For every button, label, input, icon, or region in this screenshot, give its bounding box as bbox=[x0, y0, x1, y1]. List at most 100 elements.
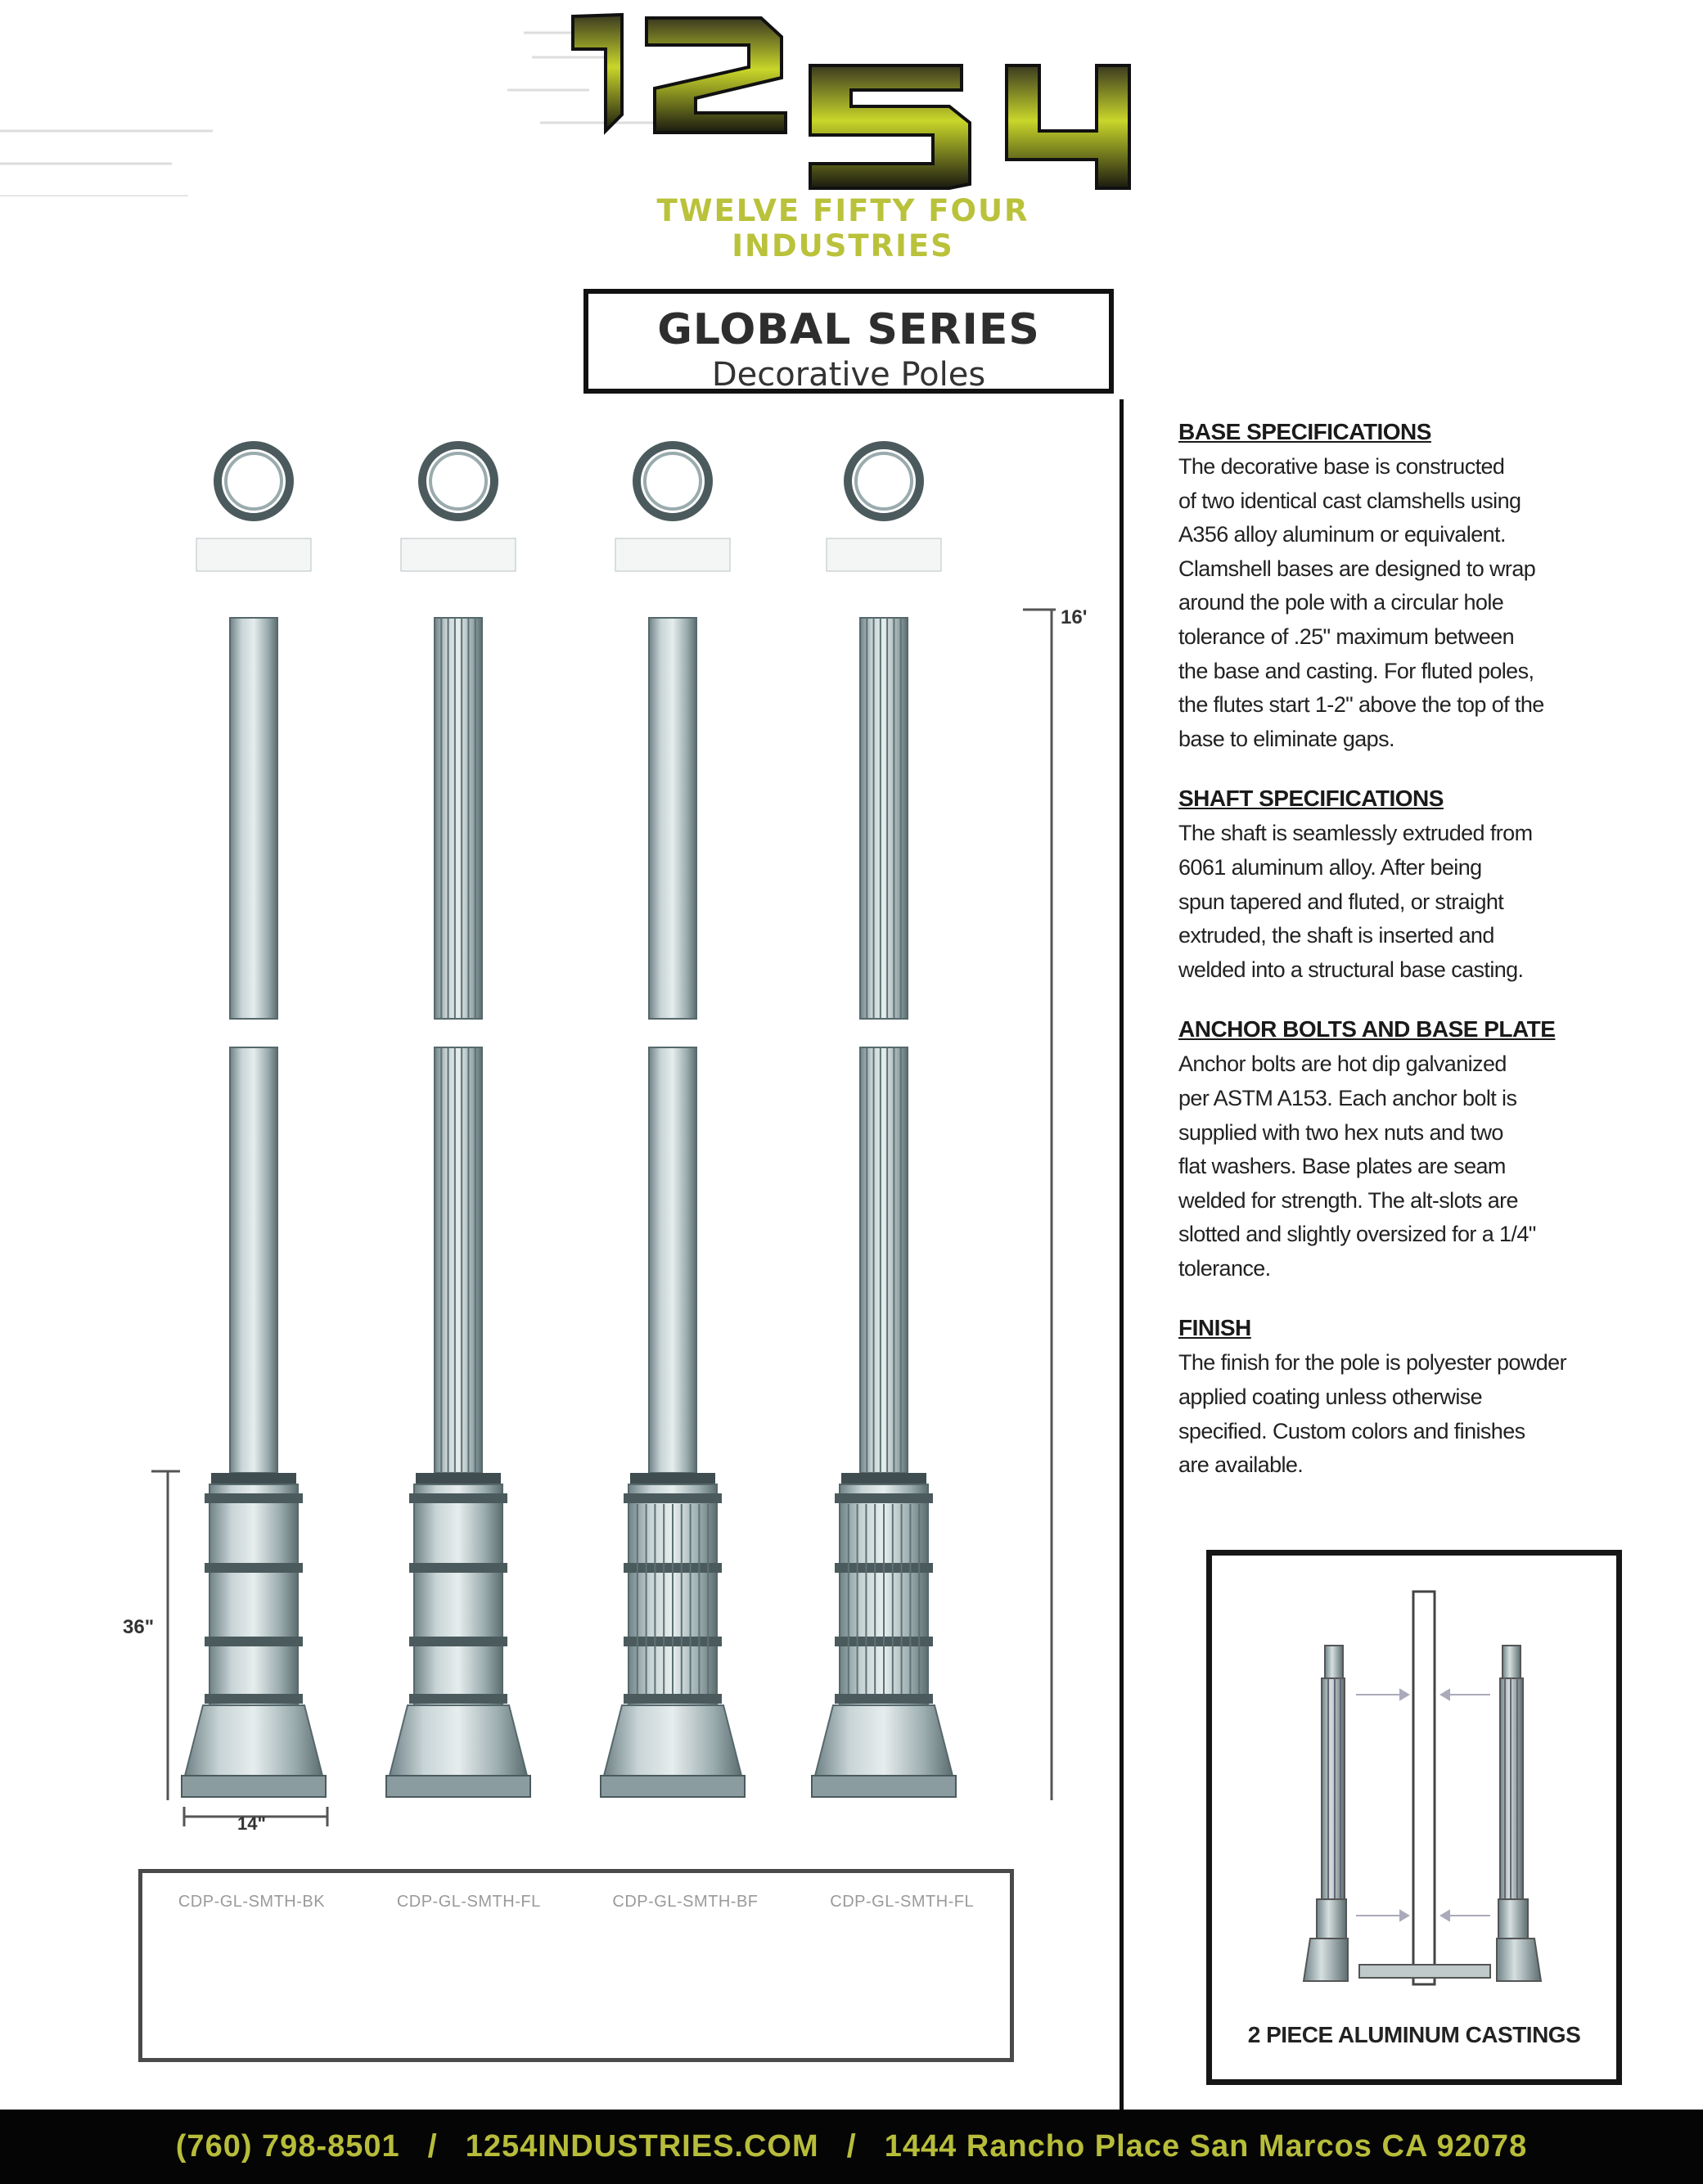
spec-line: The shaft is seamlessly extruded from bbox=[1178, 821, 1533, 846]
spec-line: of two identical cast clamshells using bbox=[1178, 488, 1521, 513]
base-ring bbox=[835, 1493, 933, 1503]
spec-heading: FINISH bbox=[1178, 1315, 1251, 1341]
specifications-panel: BASE SPECIFICATIONS The decorative base … bbox=[1178, 419, 1620, 1512]
page-subtitle: Decorative Poles bbox=[711, 356, 986, 394]
brand-logo bbox=[0, 12, 1131, 196]
spec-line: The decorative base is constructed bbox=[1178, 454, 1505, 479]
spec-line: A356 alloy aluminum or equivalent. bbox=[1178, 522, 1506, 547]
base-ring bbox=[205, 1563, 303, 1573]
base-ring bbox=[835, 1694, 933, 1704]
model-code-3: CDP-GL-SMTH-BF bbox=[612, 1893, 759, 1911]
vertical-divider bbox=[1120, 399, 1124, 2110]
title-box: GLOBAL SERIES Decorative Poles bbox=[583, 289, 1114, 394]
footer-phone: (760) 798-8501 bbox=[175, 2129, 400, 2164]
spec-body: Anchor bolts are hot dip galvanized per A… bbox=[1178, 1047, 1620, 1286]
pole-shaft-section bbox=[434, 1047, 483, 1474]
base-plate bbox=[385, 1775, 531, 1798]
pole-top-ring-inner bbox=[854, 452, 913, 511]
castings-inset: 2 PIECE ALUMINUM CASTINGS bbox=[1206, 1550, 1622, 2085]
pole-top-ring-inner bbox=[224, 452, 283, 511]
model-code-1: CDP-GL-SMTH-BK bbox=[178, 1893, 326, 1911]
spec-line: flat washers. Base plates are seam bbox=[1178, 1154, 1506, 1179]
base-collar bbox=[416, 1473, 501, 1484]
spec-line: are available. bbox=[1178, 1452, 1304, 1478]
spec-section-anchor: ANCHOR BOLTS AND BASE PLATE Anchor bolts… bbox=[1178, 1016, 1620, 1286]
spec-section-finish: FINISH The finish for the pole is polyes… bbox=[1178, 1315, 1620, 1482]
footer-separator: / bbox=[427, 2128, 438, 2164]
footer-separator: / bbox=[846, 2128, 857, 2164]
spec-line: supplied with two hex nuts and two bbox=[1178, 1119, 1503, 1145]
base-ring bbox=[409, 1694, 507, 1704]
spec-line: Anchor bolts are hot dip galvanized bbox=[1178, 1051, 1507, 1077]
castings-illustration bbox=[1302, 1590, 1543, 1986]
spec-line: base to eliminate gaps. bbox=[1178, 726, 1394, 751]
height-dimension-label: 16' bbox=[1061, 606, 1087, 628]
base-ring bbox=[409, 1637, 507, 1646]
spec-line: around the pole with a circular hole bbox=[1178, 590, 1504, 615]
spec-line: tolerance. bbox=[1178, 1255, 1271, 1281]
base-plate bbox=[811, 1775, 957, 1798]
pole-top-ring-inner bbox=[643, 452, 702, 511]
pole-shaft-section bbox=[434, 617, 483, 1020]
spec-heading: BASE SPECIFICATIONS bbox=[1178, 419, 1431, 444]
base-ring bbox=[205, 1694, 303, 1704]
spec-line: welded into a structural base casting. bbox=[1178, 957, 1524, 982]
base-ring bbox=[624, 1493, 722, 1503]
spec-line: welded for strength. The alt-slots are bbox=[1178, 1187, 1519, 1213]
spec-section-base: BASE SPECIFICATIONS The decorative base … bbox=[1178, 419, 1620, 756]
pole-2 bbox=[385, 441, 531, 1798]
base-flare bbox=[602, 1704, 743, 1776]
base-width-label: 14" bbox=[237, 1813, 266, 1834]
spec-line: Clamshell bases are designed to wrap bbox=[1178, 556, 1536, 581]
footer-website[interactable]: 1254INDUSTRIES.COM bbox=[465, 2129, 819, 2164]
spec-body: The finish for the pole is polyester pow… bbox=[1178, 1346, 1620, 1482]
pole-label-plate bbox=[615, 538, 731, 572]
pole-label-plate bbox=[196, 538, 312, 572]
pole-3 bbox=[600, 441, 746, 1798]
spec-section-shaft: SHAFT SPECIFICATIONS The shaft is seamle… bbox=[1178, 786, 1620, 987]
pole-top-ring-inner bbox=[429, 452, 488, 511]
base-plate bbox=[600, 1775, 746, 1798]
spec-line: the flutes start 1-2" above the top of t… bbox=[1178, 692, 1544, 718]
pole-shaft-section bbox=[859, 1047, 908, 1474]
spec-line: slotted and slightly oversized for a 1/4… bbox=[1178, 1222, 1536, 1247]
footer-contact-bar: (760) 798-8501 / 1254INDUSTRIES.COM / 14… bbox=[0, 2110, 1703, 2184]
spec-body: The shaft is seamlessly extruded from 606… bbox=[1178, 817, 1620, 987]
spec-line: 6061 aluminum alloy. After being bbox=[1178, 854, 1482, 880]
pole-shaft-section bbox=[229, 617, 278, 1020]
pole-1 bbox=[181, 441, 327, 1798]
brand-subtitle: TWELVE FIFTY FOUR INDUSTRIES bbox=[656, 193, 1029, 263]
spec-line: extruded, the shaft is inserted and bbox=[1178, 923, 1494, 948]
pole-shaft-section bbox=[229, 1047, 278, 1474]
page-title: GLOBAL SERIES bbox=[657, 305, 1040, 354]
base-ring bbox=[205, 1493, 303, 1503]
base-ring bbox=[205, 1637, 303, 1646]
base-plate bbox=[181, 1775, 327, 1798]
inset-caption: 2 PIECE ALUMINUM CASTINGS bbox=[1247, 2022, 1581, 2047]
spec-line: per ASTM A153. Each anchor bolt is bbox=[1178, 1085, 1517, 1110]
pole-shaft-section bbox=[648, 1047, 697, 1474]
base-body bbox=[209, 1484, 299, 1706]
spec-line: The finish for the pole is polyester pow… bbox=[1178, 1350, 1567, 1376]
pole-top-ring bbox=[633, 441, 713, 521]
base-body bbox=[413, 1484, 503, 1706]
spec-line: tolerance of .25" maximum between bbox=[1178, 624, 1515, 649]
model-number-box: CDP-GL-SMTH-BK CDP-GL-SMTH-FL CDP-GL-SMT… bbox=[138, 1869, 1014, 2062]
footer-address: 1444 Rancho Place San Marcos CA 92078 bbox=[884, 2129, 1528, 2164]
spec-line: specified. Custom colors and finishes bbox=[1178, 1418, 1525, 1443]
pole-4 bbox=[811, 441, 957, 1798]
pole-top-ring bbox=[844, 441, 924, 521]
pole-label-plate bbox=[826, 538, 942, 572]
spec-heading: SHAFT SPECIFICATIONS bbox=[1178, 786, 1444, 812]
pole-shaft-section bbox=[648, 617, 697, 1020]
spec-line: spun tapered and fluted, or straight bbox=[1178, 889, 1504, 914]
base-flare bbox=[388, 1704, 529, 1776]
base-ring bbox=[624, 1694, 722, 1704]
base-collar bbox=[630, 1473, 715, 1484]
pole-shaft-section bbox=[859, 617, 908, 1020]
spec-body: The decorative base is constructed of two… bbox=[1178, 450, 1620, 756]
pole-drawing: 16' 36" 14" bbox=[123, 441, 1087, 1834]
base-ring bbox=[409, 1563, 507, 1573]
pole-label-plate bbox=[400, 538, 516, 572]
base-flare bbox=[183, 1704, 324, 1776]
